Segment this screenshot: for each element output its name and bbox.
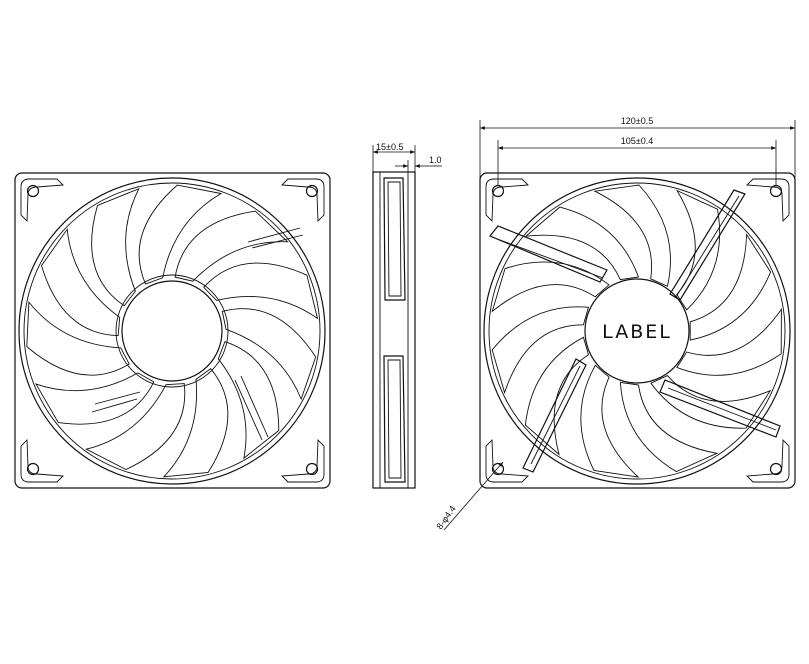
rear-frame-bore <box>483 177 791 485</box>
front-fan-blades <box>26 184 319 478</box>
overall-width-dimension-label: 120±0.5 <box>621 116 653 126</box>
front-view <box>14 172 331 489</box>
front-frame-bore-inner <box>23 182 321 480</box>
fan-blade <box>138 184 223 285</box>
fan-blade <box>524 336 590 456</box>
rear-view: LABEL 120±0.5 105±0.4 8-φ4.4 <box>434 116 796 531</box>
fan-blade <box>203 262 319 320</box>
rear-fan-blades <box>491 184 782 478</box>
rear-frame-outer <box>479 172 796 489</box>
corner-bracket <box>280 178 325 223</box>
mounting-hole <box>305 462 319 476</box>
front-hub <box>121 280 223 382</box>
fan-blade <box>593 184 671 287</box>
side-outline <box>372 171 416 489</box>
fan-blade <box>162 367 229 478</box>
fan-blade <box>689 233 772 341</box>
fan-blade <box>650 375 772 429</box>
fan-blade <box>221 308 317 401</box>
thickness-dimension-label: 15±0.5 <box>376 142 403 152</box>
front-mounting-holes <box>26 184 319 476</box>
fan-blade <box>491 261 610 313</box>
mounting-hole <box>769 462 783 476</box>
fan-blade <box>41 228 121 337</box>
rear-frame-bore-inner <box>488 182 786 480</box>
side-upper-blade <box>383 177 406 301</box>
fan-blade <box>26 300 130 376</box>
mounting-hole <box>491 462 505 476</box>
corner-bracket <box>745 438 790 483</box>
rear-mounting-holes <box>491 184 783 476</box>
front-frame-outer <box>14 172 331 489</box>
mounting-hole <box>305 184 319 198</box>
mounting-hole <box>769 184 783 198</box>
hole-spacing-dimension-label: 105±0.4 <box>621 136 653 146</box>
corner-bracket <box>20 438 65 483</box>
front-hub-ring <box>115 274 229 388</box>
label-text: LABEL <box>602 321 672 343</box>
corner-bracket <box>485 438 530 483</box>
fan-blade <box>85 383 186 471</box>
mounting-hole <box>491 184 505 198</box>
fan-blade <box>491 306 590 395</box>
fan-blade <box>676 307 782 376</box>
side-lower-blade <box>383 355 406 483</box>
side-view: 15±0.5 1.0 <box>372 142 442 489</box>
flange-dimension-label: 1.0 <box>429 155 442 165</box>
fan-blade <box>619 381 719 473</box>
rear-hub <box>584 278 690 384</box>
rear-struts <box>489 189 781 473</box>
fan-blade <box>217 341 280 460</box>
fan-blade <box>174 210 289 282</box>
mounting-hole <box>26 184 40 198</box>
mounting-hole <box>26 462 40 476</box>
fan-blade <box>35 372 155 425</box>
front-frame-bore <box>18 177 326 485</box>
fan-blade <box>91 187 140 307</box>
front-struts <box>91 227 304 441</box>
fan-blade <box>524 206 640 281</box>
fan-blade <box>580 364 640 478</box>
fan-blade <box>675 189 721 311</box>
corner-bracket <box>745 178 790 223</box>
corner-bracket <box>20 178 65 223</box>
corner-bracket <box>485 178 530 223</box>
corner-bracket <box>280 438 325 483</box>
front-corner-brackets <box>20 178 325 483</box>
